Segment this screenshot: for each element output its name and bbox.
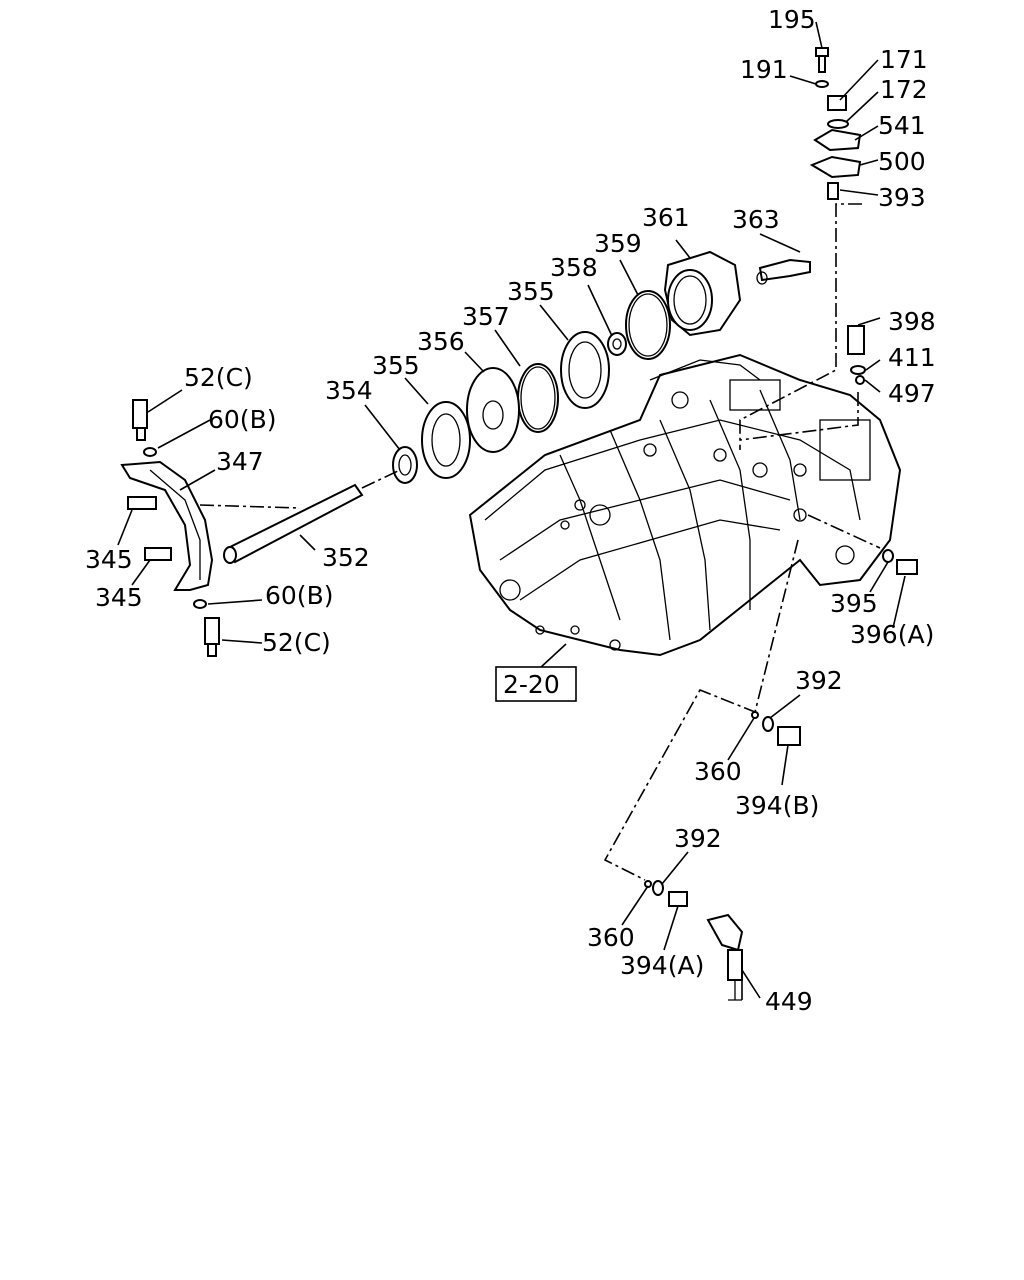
label-347: 347	[216, 447, 264, 476]
label-359: 359	[594, 229, 642, 258]
label-360-upper: 360	[694, 757, 742, 786]
label-171: 171	[880, 45, 928, 74]
label-345-upper: 345	[85, 545, 133, 574]
reference-box	[495, 666, 577, 702]
part-labels: 195 191 171 172 541 500 393 361 363 359 …	[85, 5, 936, 1016]
label-394b: 394(B)	[735, 791, 819, 820]
label-500: 500	[878, 147, 926, 176]
label-52c-bottom: 52(C)	[262, 628, 331, 657]
label-358: 358	[550, 253, 598, 282]
label-357: 357	[462, 302, 510, 331]
label-360-lower: 360	[587, 923, 635, 952]
label-195: 195	[768, 5, 816, 34]
label-394a: 394(A)	[620, 951, 704, 980]
label-541: 541	[878, 111, 926, 140]
clutch-bearing-stack	[392, 250, 811, 484]
label-497: 497	[888, 379, 936, 408]
label-52c-top: 52(C)	[184, 363, 253, 392]
label-356: 356	[417, 327, 465, 356]
label-355-upper: 355	[507, 277, 555, 306]
label-411: 411	[888, 343, 936, 372]
label-393: 393	[878, 183, 926, 212]
label-392-lower: 392	[674, 824, 722, 853]
label-355-lower: 355	[372, 351, 420, 380]
label-392-upper: 392	[795, 666, 843, 695]
label-449: 449	[765, 987, 813, 1016]
label-396a: 396(A)	[850, 620, 934, 649]
label-398: 398	[888, 307, 936, 336]
label-191: 191	[740, 55, 788, 84]
label-361: 361	[642, 203, 690, 232]
shift-fork-assembly	[120, 399, 364, 657]
label-395: 395	[830, 589, 878, 618]
top-sensor-stack	[809, 47, 862, 200]
transmission-case	[468, 353, 902, 657]
label-345-lower: 345	[95, 583, 143, 612]
label-60b-top: 60(B)	[208, 405, 276, 434]
label-352: 352	[322, 543, 370, 572]
label-354: 354	[325, 376, 373, 405]
label-172: 172	[880, 75, 928, 104]
right-sensors	[644, 325, 918, 1001]
label-ref-2-20: 2-20	[503, 670, 560, 699]
leader-lines	[117, 21, 906, 1000]
label-60b-bottom: 60(B)	[265, 581, 333, 610]
label-363: 363	[732, 205, 780, 234]
